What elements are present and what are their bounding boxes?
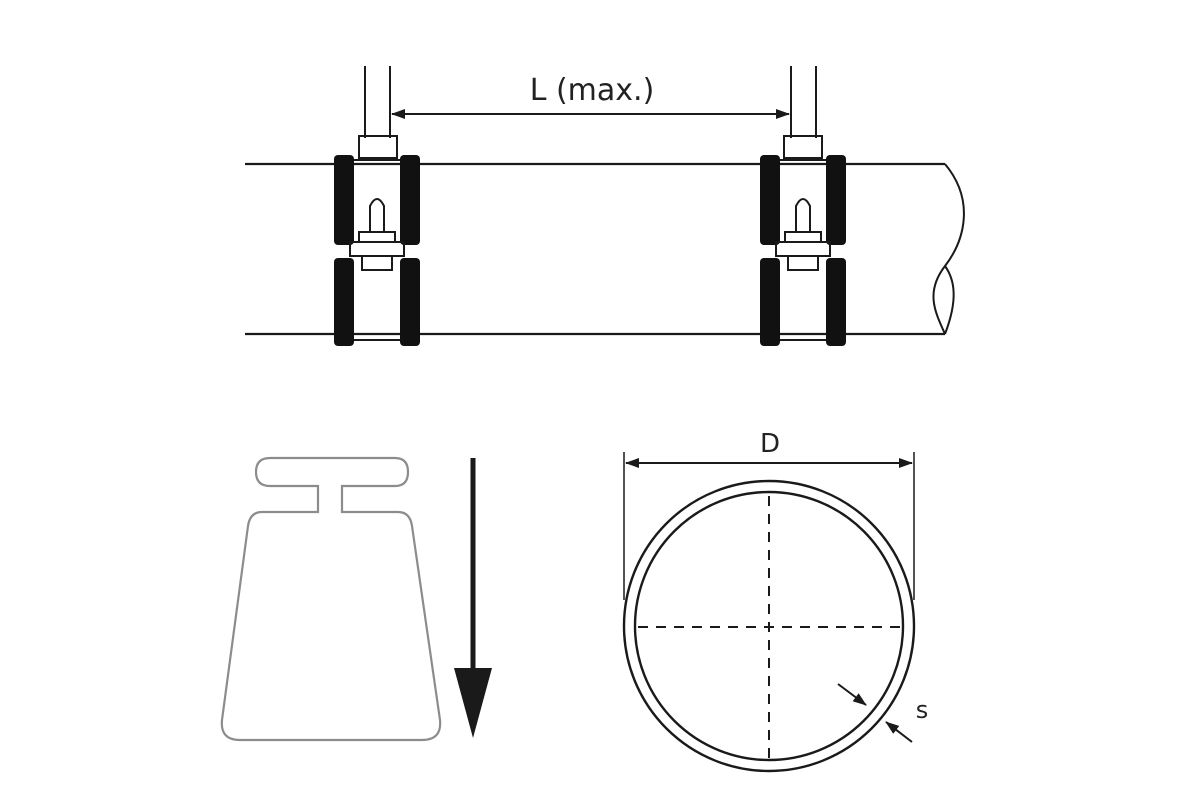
diameter-label: D: [760, 429, 780, 459]
diameter-dimension: D: [623, 429, 915, 600]
wall-thickness-label: s: [916, 696, 929, 724]
wall-thickness-dimension: s: [837, 683, 929, 743]
pipe-clamp-right: [760, 66, 846, 346]
pipe-break-icon: [932, 163, 965, 335]
spacing-label: L (max.): [530, 73, 655, 108]
spacing-dimension: L (max.): [391, 73, 790, 119]
pipe-cross-section: [622, 479, 916, 773]
down-arrow-icon: [454, 458, 492, 738]
pipe-clamp-left: [334, 66, 420, 346]
load-weight-icon: [220, 456, 442, 742]
